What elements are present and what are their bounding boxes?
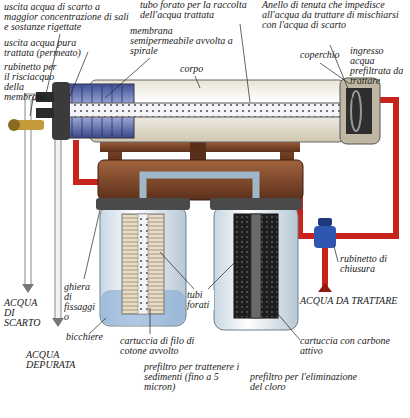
sediment-prefilter: [138, 214, 148, 314]
leader-lines: [195, 76, 200, 88]
housing-cap: [340, 78, 380, 144]
valve: [314, 226, 336, 248]
membrane-housing: [52, 82, 70, 140]
carbon-prefilter: [214, 206, 298, 330]
part-label: ingresso acqua prefiltrata da trattare: [350, 46, 406, 86]
carbon-prefilter: [210, 198, 302, 210]
membrane-housing: [8, 119, 20, 131]
manifold-head: [98, 160, 303, 200]
leader-lines: [84, 210, 100, 279]
part-label: coperchio: [300, 50, 346, 60]
drain-tubes: [56, 140, 61, 318]
leader-lines: [334, 246, 338, 262]
membrane-housing: [36, 108, 54, 118]
leader-lines: [240, 24, 250, 102]
part-label: cartuccia con carbone attivo: [300, 336, 396, 356]
part-label: uscita acqua pura trattata (permeato): [4, 38, 84, 58]
part-label: rubinetto di chiusura: [340, 254, 402, 274]
sediment-prefilter: [96, 198, 190, 210]
valve: [318, 218, 332, 226]
carbon-prefilter: [234, 214, 278, 318]
valve: [314, 218, 336, 248]
part-label: bicchiere: [66, 332, 110, 342]
manifold-head: [143, 175, 256, 200]
red-pipes: [300, 192, 314, 236]
leader-lines: [320, 63, 350, 84]
part-label: tubi forati: [187, 290, 214, 310]
red-pipes: [322, 248, 328, 288]
part-label: corpo: [180, 64, 210, 74]
housing-cap: [346, 88, 372, 134]
flow-label: ACQUA DI SCARTO: [4, 298, 50, 328]
part-label: ghiera di fissaggio: [64, 282, 100, 322]
manifold-head: [98, 160, 303, 200]
carbon-prefilter: [251, 214, 261, 318]
part-label: tubo forato per la raccolta dell'acqua t…: [140, 0, 252, 20]
sediment-prefilter: [122, 214, 164, 314]
leader-lines: [160, 252, 194, 289]
part-label: Anello di tenuta che impedisce all'acqua…: [262, 0, 406, 30]
leader-lines: [105, 58, 150, 98]
part-label: uscita acqua di scarto a maggior concent…: [4, 2, 134, 32]
membrane-housing: [8, 80, 350, 142]
part-label: prefiltro per trattenere i sedimenti (fi…: [144, 362, 244, 392]
red-pipes: [76, 140, 100, 182]
leader-lines: [30, 24, 356, 340]
part-label: rubinetto per il risciacquo della membra…: [4, 62, 64, 102]
housing-cap: [340, 78, 380, 144]
red-pipes: [318, 283, 332, 292]
flow-label: ACQUA DA TRATTARE: [300, 296, 404, 306]
leader-lines: [266, 300, 300, 340]
part-label: prefiltro per l'eliminazione del cloro: [250, 372, 360, 392]
part-label: cartuccia di filo di cotone avvolto: [120, 336, 206, 356]
carbon-prefilter: [210, 198, 302, 330]
leader-lines: [90, 318, 106, 333]
drain-tubes: [55, 140, 62, 318]
sediment-prefilter: [96, 198, 190, 326]
leader-lines: [150, 308, 151, 334]
flow-label: ACQUA DEPURATA: [26, 350, 106, 370]
membrane-housing: [60, 103, 350, 117]
leader-lines: [70, 52, 88, 96]
leader-lines: [208, 252, 245, 289]
drain-tubes: [52, 318, 64, 327]
part-label: membrana semipermeabile avvolta a spiral…: [130, 26, 234, 56]
drain-tubes: [22, 284, 34, 293]
housing-cap: [351, 91, 361, 131]
